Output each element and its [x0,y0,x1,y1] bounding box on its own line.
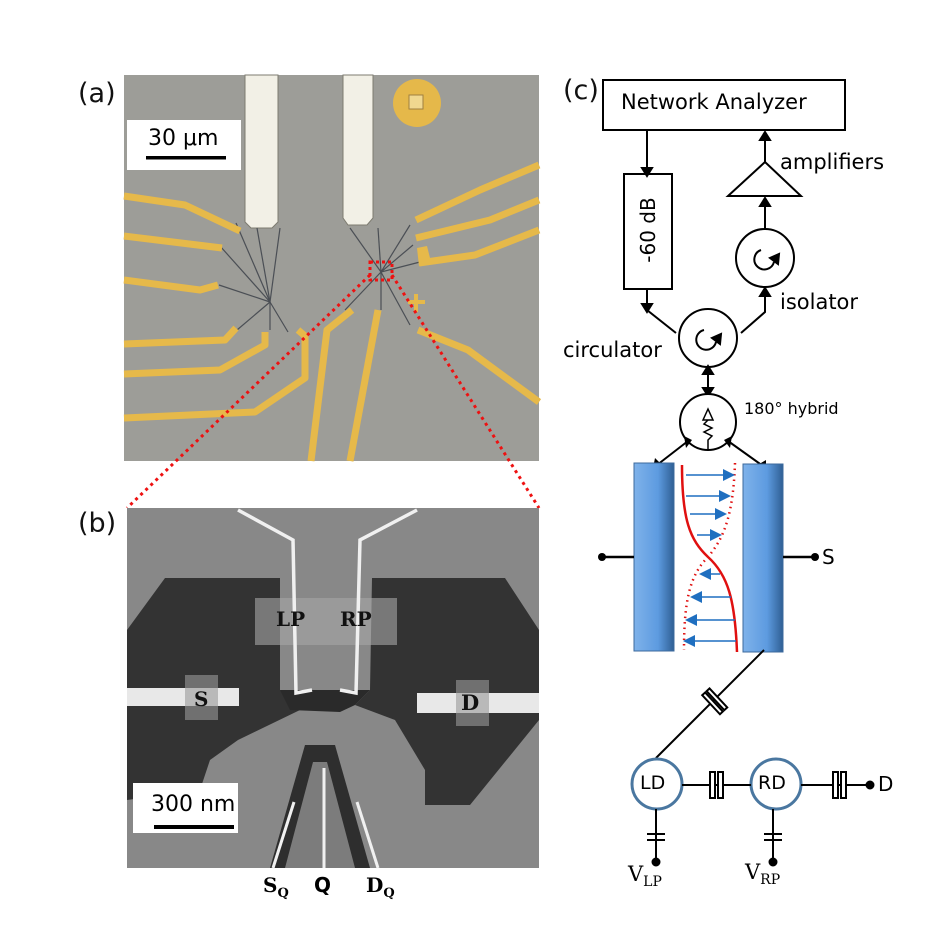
drain-highlight [456,680,489,726]
isolator-icon [735,228,795,288]
resonator [598,462,819,653]
mesa-right [355,578,539,805]
arrow-down-icon [640,167,654,178]
scale-bar-b-label: 300 nm [151,792,236,817]
arrow-up-icon [758,286,772,297]
gold-leads [123,161,542,462]
scale-bar-box-b [133,783,238,833]
field-arrowheads [683,469,735,647]
sq-main: S [263,873,278,897]
alignment-marker [408,94,424,110]
amplifier-triangle-icon [725,160,804,197]
wire-hybrid-right [727,440,764,467]
plunger-highlight [255,598,397,645]
panel-b-label: (b) [78,508,117,539]
right-dot-label: RD [758,772,786,794]
label-sensor-source: SQ [263,873,289,901]
wire-circ-to-iso [740,290,766,334]
gate-label-lp: LP [276,607,306,631]
dot-channel [280,690,370,712]
plunger-gates [237,508,418,696]
panel-b-sem-image [127,508,539,869]
scale-bar-b [154,825,234,829]
zoom-line-left [125,273,372,510]
resonator-port-label: S [822,545,835,569]
tunnel-barrier-icon [832,771,839,799]
double-dot-circuit [630,649,875,867]
gate-label-rp: RP [340,607,372,631]
terminal-dot [651,857,661,867]
wire-atten-to-circ [646,289,677,334]
source-lead [127,688,239,706]
bond-pad-left [244,74,279,229]
circulator-rotation-arrow-icon [695,329,717,351]
sq-sub: Q [277,886,289,901]
resonator-plate-right [742,463,784,653]
panel-a-micrograph [123,74,542,510]
mode-profile-dotted [682,462,737,651]
dq-sub: Q [383,886,395,901]
network-analyzer-label: Network Analyzer [621,90,807,114]
bidirectional-arrow-icon [701,364,715,398]
sensor-gates [271,768,380,869]
amplifiers-label: amplifiers [780,150,885,174]
vrp-sub: RP [760,872,781,889]
isolator-label: isolator [780,290,859,314]
panel-c-schematic [602,79,846,468]
vrp-main: V [745,860,761,884]
scale-bar-a [146,156,226,160]
tunnel-barrier-icon [840,771,847,799]
label-sensor-q: Q [314,873,332,897]
scale-bar-box-a [127,120,241,170]
source-highlight [185,675,218,720]
resonator-plate-left [633,462,675,652]
arrow-up-icon [758,196,772,207]
panel-a-label: (a) [78,78,116,109]
scale-bar-a-label: 30 μm [148,126,219,151]
arrow-down-icon [640,303,654,314]
network-analyzer-box [602,79,846,131]
lead-label-s: S [194,687,209,711]
hybrid-resistor-icon [702,419,714,450]
mode-profile-solid [680,464,739,653]
panel-c-label: (c) [563,75,599,106]
vrp-label: VRP [745,860,780,888]
lead-label-d: D [461,690,480,715]
circulator-icon [678,308,738,368]
vlp-sub: LP [643,874,662,891]
tunnel-barrier-icon [709,771,716,799]
zoom-region-box [368,260,394,282]
hybrid-label: 180° hybrid [744,399,839,418]
bond-pad-right [342,74,374,226]
vlp-label: VLP [628,862,662,890]
dq-main: D [366,873,384,897]
circulator-label: circulator [563,338,662,362]
fine-gates-right [344,224,421,326]
vlp-main: V [628,862,644,886]
fine-gates-left [218,222,289,333]
tunnel-barrier-icon [717,771,724,799]
terminal-dot [598,553,606,561]
arrow-up-icon [758,130,772,141]
terminal-dot [768,857,778,867]
drain-label: D [878,772,894,796]
left-dot-label: LD [640,772,666,794]
terminal-dot [811,553,819,561]
arrowhead-icon [768,252,781,266]
isolator-rotation-arrow-icon [753,249,775,271]
sensor-island [285,762,355,868]
cross-marker [408,294,425,312]
arrowhead-icon [710,332,723,346]
attenuator-label: -60 dB [636,197,660,263]
gold-bond-tab [417,246,430,266]
terminal-dot [865,780,875,790]
label-sensor-drain: DQ [366,873,395,901]
wire-hybrid-left [656,440,689,466]
coupling-capacitor-icon [700,686,729,716]
